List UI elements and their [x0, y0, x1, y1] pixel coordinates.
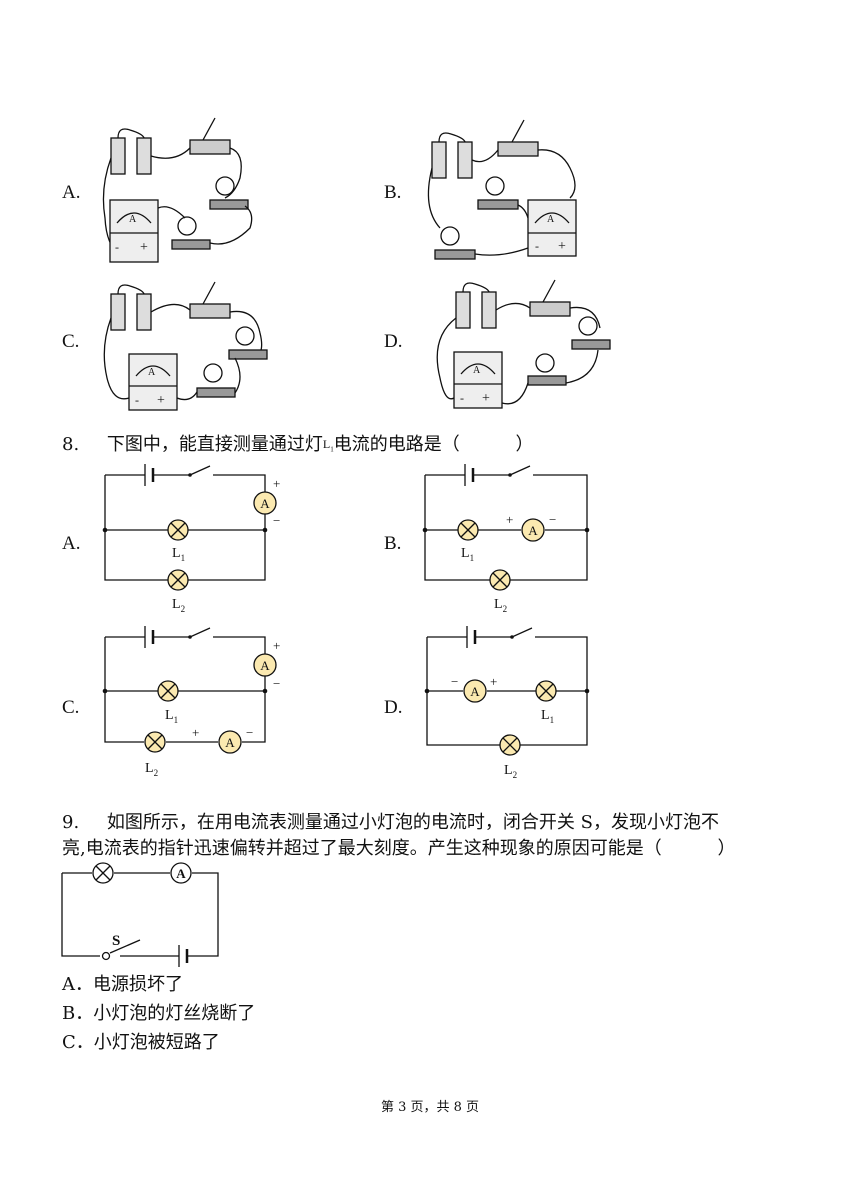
q8d-plus: +	[490, 674, 497, 689]
q9-stem-line-2: 亮,电流表的指针迅速偏转并超过了最大刻度。产生这种现象的原因可能是（ ）	[62, 838, 735, 860]
q8-option-d-label: D.	[384, 697, 403, 718]
q7-circuit-d-illustration: A - +	[436, 279, 611, 409]
q7-option-a-label: A.	[62, 182, 81, 203]
q8b-l1-label: L1	[461, 546, 474, 563]
q8c-plus: +	[273, 638, 280, 653]
svg-text:-: -	[135, 393, 139, 407]
q8c-minus: −	[273, 676, 280, 691]
q9-answer-blank-close: ）	[717, 838, 736, 859]
q9-option-b: B．小灯泡的灯丝烧断了	[62, 1003, 256, 1024]
page-footer: 第 3 页，共 8 页	[380, 1100, 480, 1115]
q7-option-b-label: B.	[384, 182, 402, 203]
q9-stem-text-1: 如图所示，在用电流表测量通过小灯泡的电流时，闭合开关 S，发现小灯泡不	[106, 812, 719, 833]
q8a-plus: +	[273, 476, 280, 491]
svg-text:-: -	[115, 240, 119, 254]
q9-option-a: A．电源损坏了	[62, 974, 183, 995]
q7-circuit-a-illustration: A - +	[102, 117, 253, 263]
q9-number: 9.	[62, 812, 80, 833]
svg-text:A: A	[473, 365, 481, 376]
q8d-l1-label: L1	[541, 708, 554, 725]
q7-circuit-b-illustration: A - +	[427, 119, 577, 260]
q8-stem-lamp: L1	[322, 437, 334, 454]
q8c-ammeter-main-label: A	[260, 658, 270, 673]
svg-text:A: A	[547, 214, 555, 225]
svg-text:+: +	[157, 393, 165, 408]
q8-answer-blank-close: ）	[515, 434, 534, 455]
q8c-l1-label: L1	[165, 708, 178, 725]
q8d-ammeter-label: A	[470, 684, 480, 699]
q7-option-d-label: D.	[384, 331, 403, 352]
q8b-l2-label: L2	[494, 597, 507, 614]
q8a-ammeter-label: A	[260, 496, 270, 511]
q9-stem-text-2: 亮,电流表的指针迅速偏转并超过了最大刻度。产生这种现象的原因可能是（	[62, 838, 662, 859]
q9-option-c: C．小灯泡被短路了	[62, 1032, 220, 1053]
q8-option-a-label: A.	[62, 533, 81, 554]
q8-option-c-label: C.	[62, 697, 80, 718]
svg-text:A: A	[148, 367, 156, 378]
q8b-plus: +	[506, 512, 513, 527]
svg-text:+: +	[558, 239, 566, 254]
q8a-l1-label: L1	[172, 546, 185, 563]
q8c-l2-label: L2	[145, 761, 158, 778]
q8-stem: 8. 下图中，能直接测量通过灯L1电流的电路是（ ）	[62, 433, 534, 460]
q7-option-c-label: C.	[62, 331, 80, 352]
q9-circuit-diagram: A S	[61, 862, 219, 967]
q8c-branch-plus: +	[192, 725, 199, 740]
svg-text:A: A	[129, 214, 137, 225]
q8a-minus: −	[273, 513, 280, 528]
q8d-minus: −	[451, 674, 458, 689]
svg-text:+: +	[482, 391, 490, 406]
svg-text:-: -	[535, 239, 539, 253]
q9-ammeter-label: A	[176, 866, 186, 881]
q7-circuit-c-illustration: A - +	[103, 281, 268, 411]
q8-stem-text-2: 电流的电路是（	[333, 434, 460, 455]
q8-circuit-diagrams: A A A A A + − + − + − + − − + L1 L2 L1 L…	[102, 464, 590, 780]
q9-switch-label: S	[112, 933, 120, 949]
q8d-l2-label: L2	[504, 763, 517, 780]
q9-stem-line-1: 9. 如图所示，在用电流表测量通过小灯泡的电流时，闭合开关 S，发现小灯泡不	[62, 812, 719, 834]
q8-option-b-label: B.	[384, 533, 402, 554]
q8-stem-text-1: 下图中，能直接测量通过灯	[106, 434, 323, 455]
q8a-l2-label: L2	[172, 597, 185, 614]
svg-text:-: -	[460, 391, 464, 405]
q8-number: 8.	[62, 434, 80, 455]
q8b-minus: −	[549, 512, 556, 527]
q8b-ammeter-label: A	[528, 523, 538, 538]
q8c-branch-minus: −	[246, 725, 253, 740]
q8c-ammeter-branch-label: A	[225, 735, 235, 750]
svg-text:+: +	[140, 240, 148, 255]
